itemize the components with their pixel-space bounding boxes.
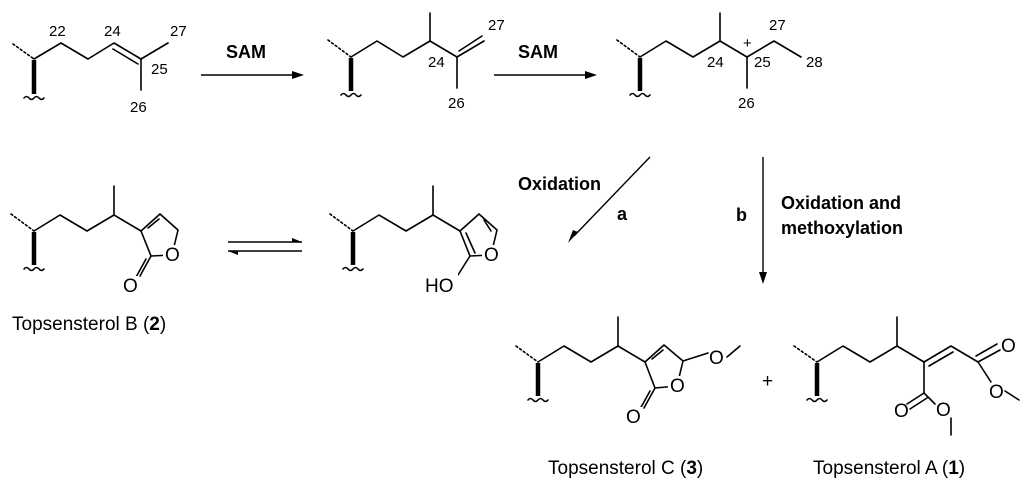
hydroxyl-group: HO: [425, 276, 454, 297]
label-m3-c26: 26: [738, 95, 755, 112]
ester-oxygen-1: O: [989, 382, 1004, 403]
caption-c-close: ): [697, 458, 703, 479]
methoxy-oxygen-c: O: [709, 348, 724, 369]
caption-c-name: Topsensterol C (: [548, 458, 687, 479]
pathway-a-arrow: Oxidation a: [518, 156, 651, 243]
molecule-topsensterol-a: O O O O: [793, 316, 1020, 436]
pathway-a-label: a: [617, 204, 628, 224]
label-m3-c28: 28: [806, 54, 823, 71]
label-m3-c25: 25: [754, 54, 771, 71]
caption-topsensterol-b: Topsensterol B (2): [12, 314, 166, 335]
caption-topsensterol-c: Topsensterol C (3): [548, 458, 703, 479]
molecule-hydroxyfuran: O HO: [329, 185, 500, 297]
reagent-sam-1: SAM: [226, 42, 266, 62]
label-c25: 25: [151, 61, 168, 78]
ring-oxygen-b: O: [165, 245, 180, 266]
molecule-methylene-intermediate: 24 27 26: [327, 12, 505, 112]
pathway-b-arrow: b Oxidation and methoxylation: [736, 157, 903, 284]
reaction-arrow-sam-2: SAM: [494, 42, 597, 79]
pathway-a-reagent: Oxidation: [518, 174, 601, 194]
molecule-precursor: 22 24 27 25 26: [12, 23, 187, 116]
carbocation-charge: +: [743, 35, 752, 52]
label-c24: 24: [104, 23, 121, 40]
ester-carbonyl-oxygen-1: O: [1001, 336, 1016, 357]
ring-oxygen-furan: O: [484, 245, 499, 266]
label-c22: 22: [49, 23, 66, 40]
caption-b-number: 2: [149, 314, 160, 335]
plus-sign: +: [762, 371, 773, 392]
label-c27: 27: [170, 23, 187, 40]
label-c26: 26: [130, 99, 147, 116]
caption-a-close: ): [959, 458, 965, 479]
label-m3-c27: 27: [769, 17, 786, 34]
carbonyl-oxygen-c: O: [626, 407, 641, 428]
reagent-sam-2: SAM: [518, 42, 558, 62]
caption-topsensterol-a: Topsensterol A (1): [813, 458, 965, 479]
caption-b-close: ): [160, 314, 166, 335]
caption-a-number: 1: [948, 458, 959, 479]
label-m2-c27: 27: [488, 17, 505, 34]
label-m3-c24: 24: [707, 54, 724, 71]
molecule-topsensterol-b: O O: [10, 185, 181, 297]
carbonyl-oxygen-b: O: [123, 276, 138, 297]
reaction-arrow-sam-1: SAM: [201, 42, 304, 79]
caption-a-name: Topsensterol A (: [813, 458, 949, 479]
pathway-b-reagent-line1: Oxidation and: [781, 193, 901, 213]
caption-c-number: 3: [686, 458, 697, 479]
ester-oxygen-2: O: [936, 400, 951, 421]
molecule-carbocation-intermediate: + 24 25 27 28 26: [616, 12, 823, 112]
pathway-b-reagent-line2: methoxylation: [781, 218, 903, 238]
ester-carbonyl-oxygen-2: O: [894, 401, 909, 422]
caption-b-name: Topsensterol B (: [12, 314, 150, 335]
ring-oxygen-c: O: [670, 376, 685, 397]
pathway-b-label: b: [736, 205, 747, 225]
molecule-topsensterol-c: O O O: [515, 316, 741, 428]
label-m2-c26: 26: [448, 95, 465, 112]
label-m2-c24: 24: [428, 54, 445, 71]
equilibrium-arrows: [228, 238, 302, 255]
